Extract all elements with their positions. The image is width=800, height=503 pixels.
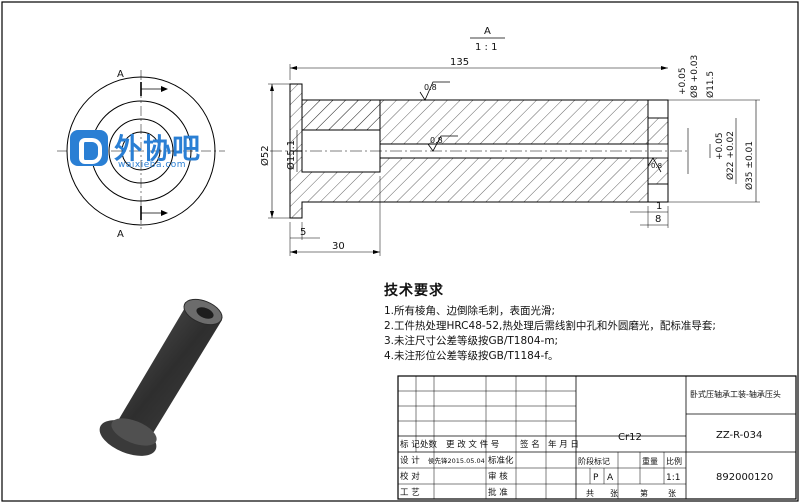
tb-process: 工 艺: [400, 488, 420, 498]
dim-right-8: 8: [655, 214, 661, 225]
tb-standardize: 标准化: [488, 455, 514, 466]
iso-render: [99, 298, 223, 456]
tb-material: Cr12: [618, 432, 642, 443]
svg-text:0.8: 0.8: [424, 83, 437, 92]
title-block: [397, 375, 797, 500]
requirement-line: 2.工件热处理HRC48-52,热处理后需线割中孔和外圆磨光，配标准导套;: [384, 320, 716, 332]
tb-weight: 重量: [642, 456, 658, 466]
tb-code: 892000120: [716, 472, 773, 483]
requirement-line: 4.未注形位公差等级按GB/T1184-f。: [384, 350, 559, 362]
tb-row-date: 年 月 日: [548, 439, 579, 450]
tb-sheet-unit2: 张: [668, 489, 676, 498]
tb-stage-p: P: [593, 473, 599, 483]
section-view: A 1 : 1 135 Ø52 Ø15.1: [259, 26, 760, 256]
tb-check: 校 对: [400, 471, 420, 482]
roughness-symbol-2: 0.8: [427, 135, 458, 152]
dim-flange-dia: Ø52: [259, 145, 271, 166]
requirements-title: 技术要求: [384, 283, 444, 299]
tb-row-sign: 签 名: [520, 439, 540, 450]
tb-approve: 批 准: [488, 487, 508, 498]
roughness-symbol-3: 0.8: [647, 157, 662, 173]
section-scale: 1 : 1: [475, 42, 497, 53]
tb-stage-mark: 阶段标记: [578, 456, 610, 466]
tb-designer: 侯先锋2015.05.04: [428, 456, 485, 465]
logo-mark-icon: [70, 130, 108, 166]
tb-scale-label: 比例: [666, 456, 682, 466]
dim-counterbore-depth: 30: [332, 241, 345, 252]
dim-overall-length: 135: [450, 57, 469, 68]
waixieba-logo: 外协吧 waixieba.com: [64, 126, 210, 174]
dim-tol-top-plus: +0.05: [678, 67, 688, 95]
title-block-text: 标 记 处数 更 改 文 件 号 签 名 年 月 日 设 计 侯先锋2015.0…: [400, 389, 781, 498]
section-label: A: [484, 26, 491, 37]
dim-dia-35: Ø35 ±0.01: [744, 141, 755, 190]
tb-row-count: 处数: [420, 439, 438, 450]
tb-part-name: 卧式压轴承工装-轴承压头: [690, 389, 781, 399]
tb-sheet-unit1: 张: [610, 489, 618, 498]
tb-sheet-total: 共: [586, 489, 594, 498]
dim-tol-mid-plus: +0.05: [715, 132, 725, 160]
tb-row-change: 更 改 文 件 号: [446, 439, 499, 450]
roughness-symbol-1: 0.8: [419, 81, 450, 101]
tb-stage-a: A: [607, 473, 614, 483]
technical-requirements: 技术要求 1.所有棱角、边倒除毛刺，表面光滑; 2.工件热处理HRC48-52,…: [384, 280, 784, 364]
end-view: A A: [57, 69, 225, 240]
view-label-bottom: A: [117, 229, 124, 240]
tb-sheet-no: 第: [640, 488, 648, 498]
dim-bore-dia: Ø15.1: [285, 140, 297, 170]
tb-design: 设 计: [400, 455, 420, 466]
tb-scale-value: 1:1: [666, 473, 680, 483]
dim-tol-top-minus: Ø8 +0.03: [689, 55, 700, 98]
dim-dia-11-5: Ø11.5: [705, 71, 716, 98]
svg-text:0.8: 0.8: [430, 136, 443, 145]
tb-drawing-no: ZZ-R-034: [716, 430, 762, 441]
dim-right-1: 1: [656, 201, 662, 212]
tb-review: 审 核: [488, 471, 508, 482]
dim-flange-thickness: 5: [300, 227, 306, 238]
requirement-line: 3.未注尺寸公差等级按GB/T1804-m;: [384, 335, 559, 347]
tb-row-mark: 标 记: [400, 439, 420, 450]
logo-url: waixieba.com: [118, 160, 187, 170]
dim-tol-mid-minus: Ø22 +0.02: [725, 131, 736, 180]
requirement-line: 1.所有棱角、边倒除毛刺，表面光滑;: [384, 305, 556, 317]
view-label-top: A: [117, 69, 124, 80]
logo-name: 外协吧: [114, 132, 202, 165]
svg-text:0.8: 0.8: [651, 162, 662, 170]
